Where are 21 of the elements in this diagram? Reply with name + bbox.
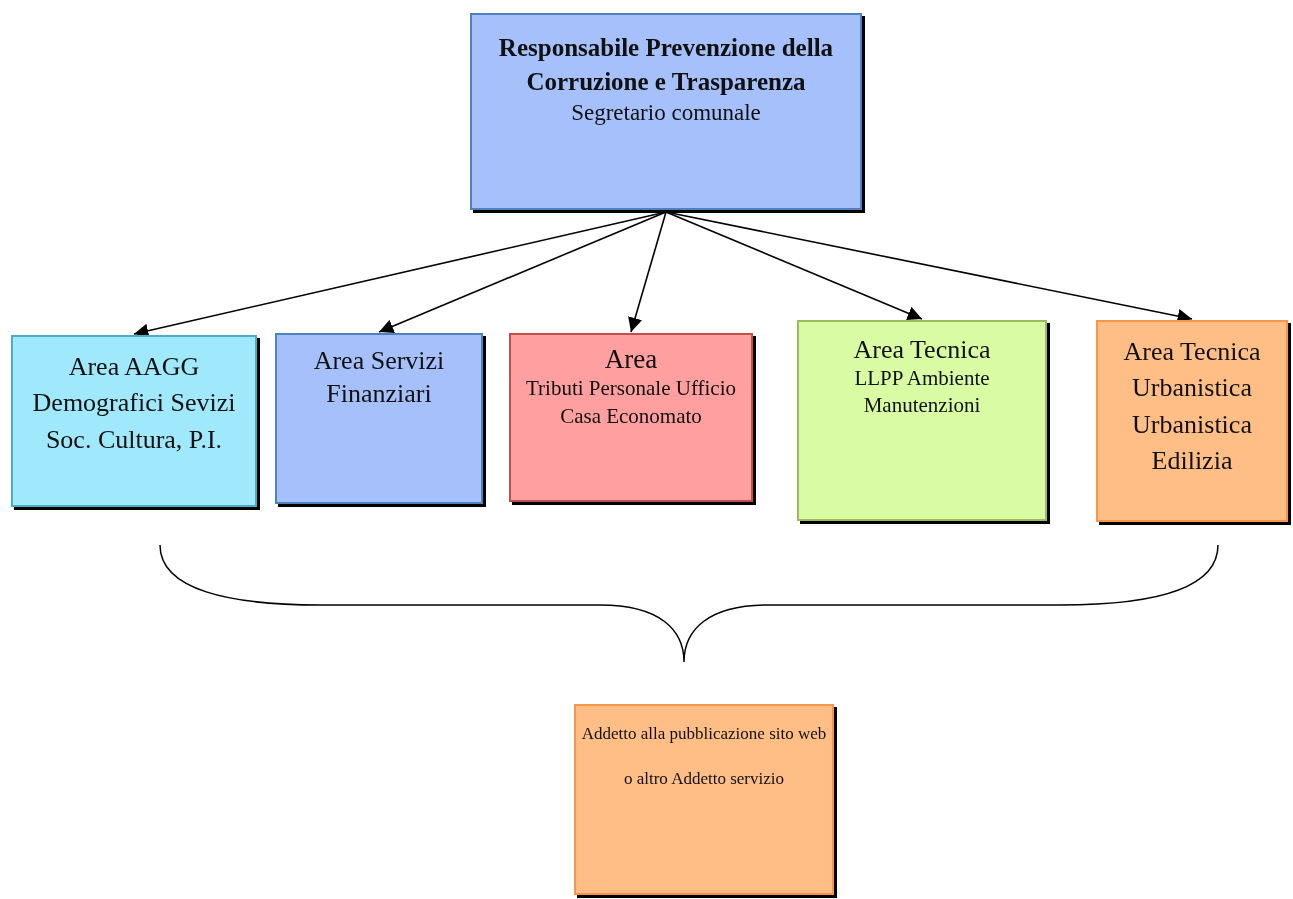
process-box — [275, 333, 483, 504]
process-box — [11, 335, 257, 507]
box-title: Area Servizi Finanziari — [312, 345, 446, 410]
process-box — [509, 333, 753, 502]
process-box — [797, 320, 1047, 521]
box-text: Tributi Personale Ufficio Casa Economato — [525, 375, 737, 430]
box-text: o altro Addetto servizio — [623, 768, 785, 791]
arrow — [628, 211, 667, 333]
box-title: Area AAGG Demografici Sevizi Soc. Cultura, P.I. — [31, 351, 237, 456]
process-box — [574, 704, 834, 895]
box-text: Segretario comunale — [571, 98, 761, 127]
arrow — [378, 211, 667, 334]
box-title: Responsabile Prevenzione della Corruzione e Trasparenza — [497, 33, 835, 97]
box-title: Area Tecnica Urbanistica Urbanistica Edilizia — [1122, 336, 1262, 478]
box-title: Area — [604, 343, 658, 376]
arrow — [665, 211, 923, 321]
box-title: Area Tecnica — [853, 334, 991, 366]
process-box — [1096, 320, 1288, 522]
process-box — [470, 13, 862, 210]
box-title: Addetto alla pubblicazione sito web — [581, 723, 827, 745]
box-text: LLPP Ambiente Manutenzioni — [853, 365, 991, 420]
